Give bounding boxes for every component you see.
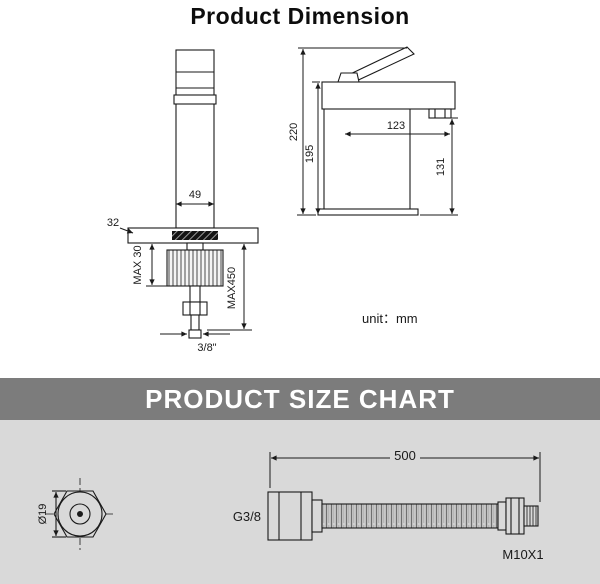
dim-label-32: 32 (107, 217, 119, 229)
hose-side-view (267, 491, 539, 541)
dim-label-nut-diameter: Ø19 (37, 504, 49, 525)
front-view-dimensions (297, 47, 458, 216)
faucet-body (321, 81, 456, 110)
page-title-text: Product Dimension (190, 2, 410, 29)
unit-note: unit：mm (362, 311, 418, 326)
page-title: Product Dimension (0, 0, 600, 32)
size-chart-section: Ø19 (0, 420, 600, 584)
dim-label-thread: 3/8" (197, 342, 216, 354)
dim-label-500: 500 (394, 448, 416, 463)
dim-label-220: 220 (288, 123, 300, 141)
dim-label-131: 131 (435, 158, 447, 176)
hose-outlet-nut (505, 497, 525, 535)
side-view-dimensions (119, 201, 252, 337)
dim-label-backing (390, 446, 420, 461)
aerator (428, 108, 452, 119)
gasket-hatch (172, 231, 218, 240)
faucet-dimension-drawing: 49 32 MAX 30 MAX450 3/8" (107, 46, 458, 354)
mounting-nut (166, 249, 224, 287)
size-chart-banner-title: PRODUCT SIZE CHART (145, 383, 455, 414)
faucet-base (317, 208, 419, 216)
faucet-side-view (127, 49, 259, 339)
hose-threaded-tip (523, 505, 539, 527)
label-outlet-thread: M10X1 (502, 547, 543, 562)
dim-label-123: 123 (387, 120, 405, 132)
hose-size-drawing: Ø19 (37, 446, 544, 562)
hex-nut-front-view (46, 478, 114, 550)
dim-label-195: 195 (304, 145, 316, 163)
hose-braided-body (321, 503, 499, 529)
dim-label-max30: MAX 30 (132, 245, 144, 284)
hose-inlet-nut (267, 491, 313, 541)
dim-label-max450: MAX450 (226, 267, 238, 309)
size-chart-banner: PRODUCT SIZE CHART (0, 378, 600, 420)
dim-label-49: 49 (189, 189, 201, 201)
label-inlet-thread: G3/8 (233, 509, 261, 524)
